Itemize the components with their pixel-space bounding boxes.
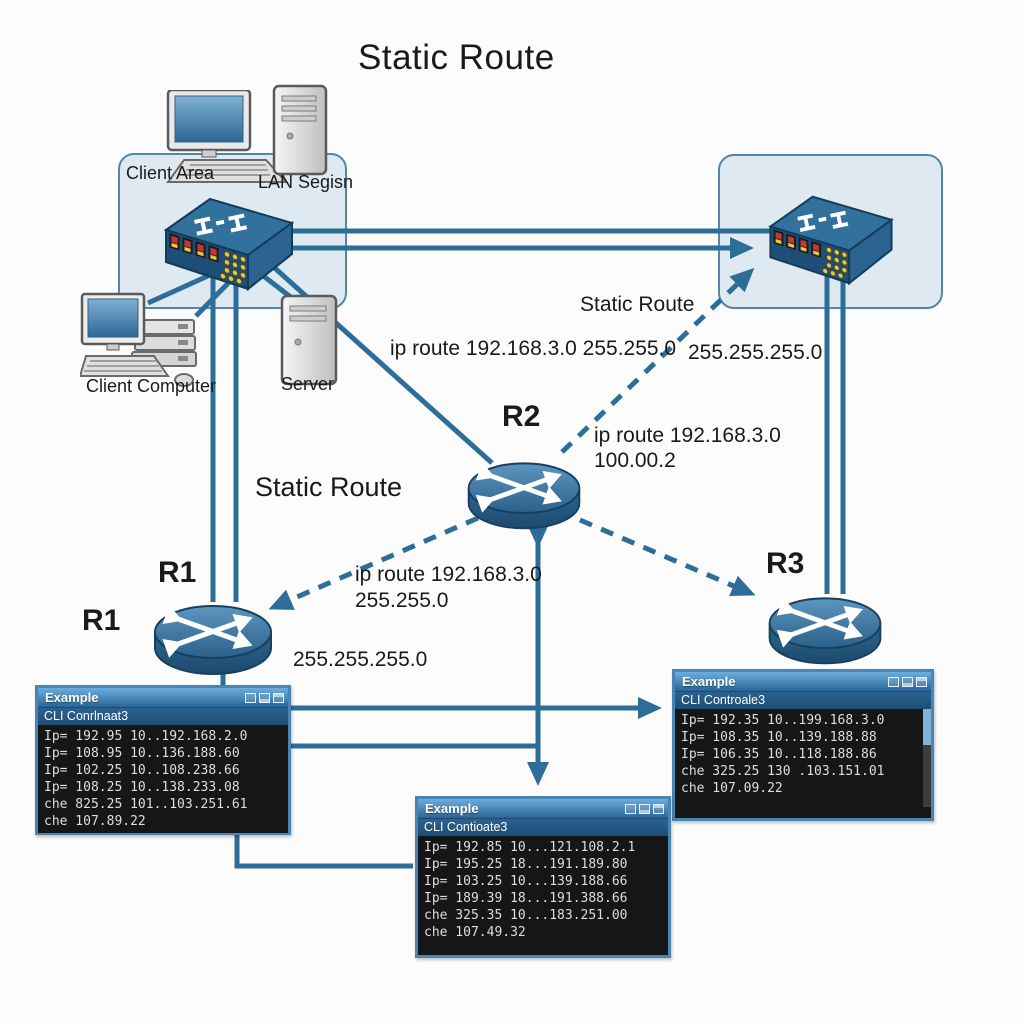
terminal-window-middle: Example CLI Contioate3 Ip= 192.85 10...1…: [415, 796, 671, 958]
annotation-mask-r1: 255.255.255.0: [293, 648, 428, 671]
cli-line: che 107.89.22: [44, 814, 146, 829]
restore-icon[interactable]: [259, 692, 270, 703]
terminal-left-body: Ip= 192.95 10..192.168.2.0 Ip= 108.95 10…: [38, 725, 288, 833]
label-client-computer: Client Computer: [86, 376, 217, 396]
cli-line: Ip= 108.25 10..138.233.08: [44, 780, 240, 795]
static-route-r2-r1: [268, 515, 479, 610]
minimize-icon[interactable]: [888, 676, 899, 687]
server-icon: [280, 294, 338, 386]
cli-line: Ip= 192.35 10..199.168.3.0: [681, 713, 885, 728]
terminal-left-titlebar: Example: [38, 688, 288, 708]
terminal-middle-title: Example: [425, 801, 479, 816]
desktop-computer-icon: [166, 90, 289, 183]
close-icon[interactable]: [916, 676, 927, 687]
terminal-window-right: Example CLI Controale3 Ip= 192.35 10..19…: [672, 669, 934, 821]
client-computer-icon: [80, 292, 197, 387]
label-lan-segment: LAN Segisn: [258, 172, 354, 192]
terminal-left-title: Example: [45, 690, 99, 705]
switch-left-icon: [163, 197, 295, 292]
close-icon[interactable]: [653, 803, 664, 814]
annotation-ip-route-mid-line1: ip route 192.168.3.0: [355, 563, 542, 586]
annotation-ip-route-top: ip route 192.168.3.0 255.255.0: [390, 337, 677, 360]
cli-line: Ip= 106.35 10..118.188.86: [681, 747, 877, 762]
close-icon[interactable]: [273, 692, 284, 703]
cli-line: Ip= 102.25 10..108.238.66: [44, 763, 240, 778]
static-route-r2-switch2: [560, 267, 755, 454]
cli-line: Ip= 103.25 10...139.188.66: [424, 874, 628, 889]
terminal-right-body: Ip= 192.35 10..199.168.3.0 Ip= 108.35 10…: [675, 709, 931, 807]
scrollbar-thumb[interactable]: [923, 709, 931, 745]
cli-line: Ip= 192.95 10..192.168.2.0: [44, 729, 248, 744]
restore-icon[interactable]: [639, 803, 650, 814]
cli-line: Ip= 192.85 10...121.108.2.1: [424, 840, 636, 855]
terminal-middle-body: Ip= 192.85 10...121.108.2.1 Ip= 195.25 1…: [418, 836, 668, 944]
terminal-left-subtitle: CLI Conrlnaat3: [38, 708, 288, 725]
static-route-r2-r3: [579, 517, 756, 597]
link-terminal-left-middle: [234, 830, 413, 869]
router-r2-icon: [467, 462, 581, 530]
minimize-icon[interactable]: [245, 692, 256, 703]
annotation-ip-route-r2-line1: ip route 192.168.3.0: [594, 424, 781, 447]
lan-tower-icon: [272, 84, 328, 176]
cli-line: che 325.25 130 .103.151.01: [681, 764, 885, 779]
minimize-icon[interactable]: [625, 803, 636, 814]
cli-line: che 107.09.22: [681, 781, 783, 796]
terminal-middle-subtitle: CLI Contioate3: [418, 819, 668, 836]
cli-line: che 325.35 10...183.251.00: [424, 908, 628, 923]
label-client-area: Client Area: [126, 163, 215, 183]
label-r1-left: R1: [82, 604, 121, 637]
cli-line: Ip= 195.25 18...191.189.80: [424, 857, 628, 872]
terminal-right-titlebar: Example: [675, 672, 931, 692]
terminal-right-title: Example: [682, 674, 736, 689]
annotation-static-route-left: Static Route: [255, 472, 403, 502]
annotation-static-route-right: Static Route: [580, 293, 695, 316]
switch-right-icon: [768, 195, 894, 286]
terminal-window-left: Example CLI Conrlnaat3 Ip= 192.95 10..19…: [35, 685, 291, 835]
page-title: Static Route: [358, 38, 555, 77]
terminal-middle-titlebar: Example: [418, 799, 668, 819]
router-r3-icon: [768, 597, 882, 665]
label-r1-top: R1: [158, 556, 197, 589]
cli-line: Ip= 108.35 10..139.188.88: [681, 730, 877, 745]
cli-line: Ip= 189.39 18...191.388.66: [424, 891, 628, 906]
annotation-ip-route-mid-line2: 255.255.0: [355, 589, 449, 612]
label-r2: R2: [502, 400, 541, 433]
restore-icon[interactable]: [902, 676, 913, 687]
annotation-ip-route-r2-line2: 100.00.2: [594, 449, 676, 472]
cli-line: Ip= 108.95 10..136.188.60: [44, 746, 240, 761]
label-r3: R3: [766, 547, 805, 580]
cli-line: che 107.49.32: [424, 925, 526, 940]
annotation-mask-top-right: 255.255.255.0: [688, 341, 823, 364]
terminal-right-subtitle: CLI Controale3: [675, 692, 931, 709]
scrollbar[interactable]: [923, 709, 931, 807]
label-server: Server: [281, 374, 335, 394]
router-r1-icon: [154, 605, 272, 675]
cli-line: che 825.25 101..103.251.61: [44, 797, 248, 812]
